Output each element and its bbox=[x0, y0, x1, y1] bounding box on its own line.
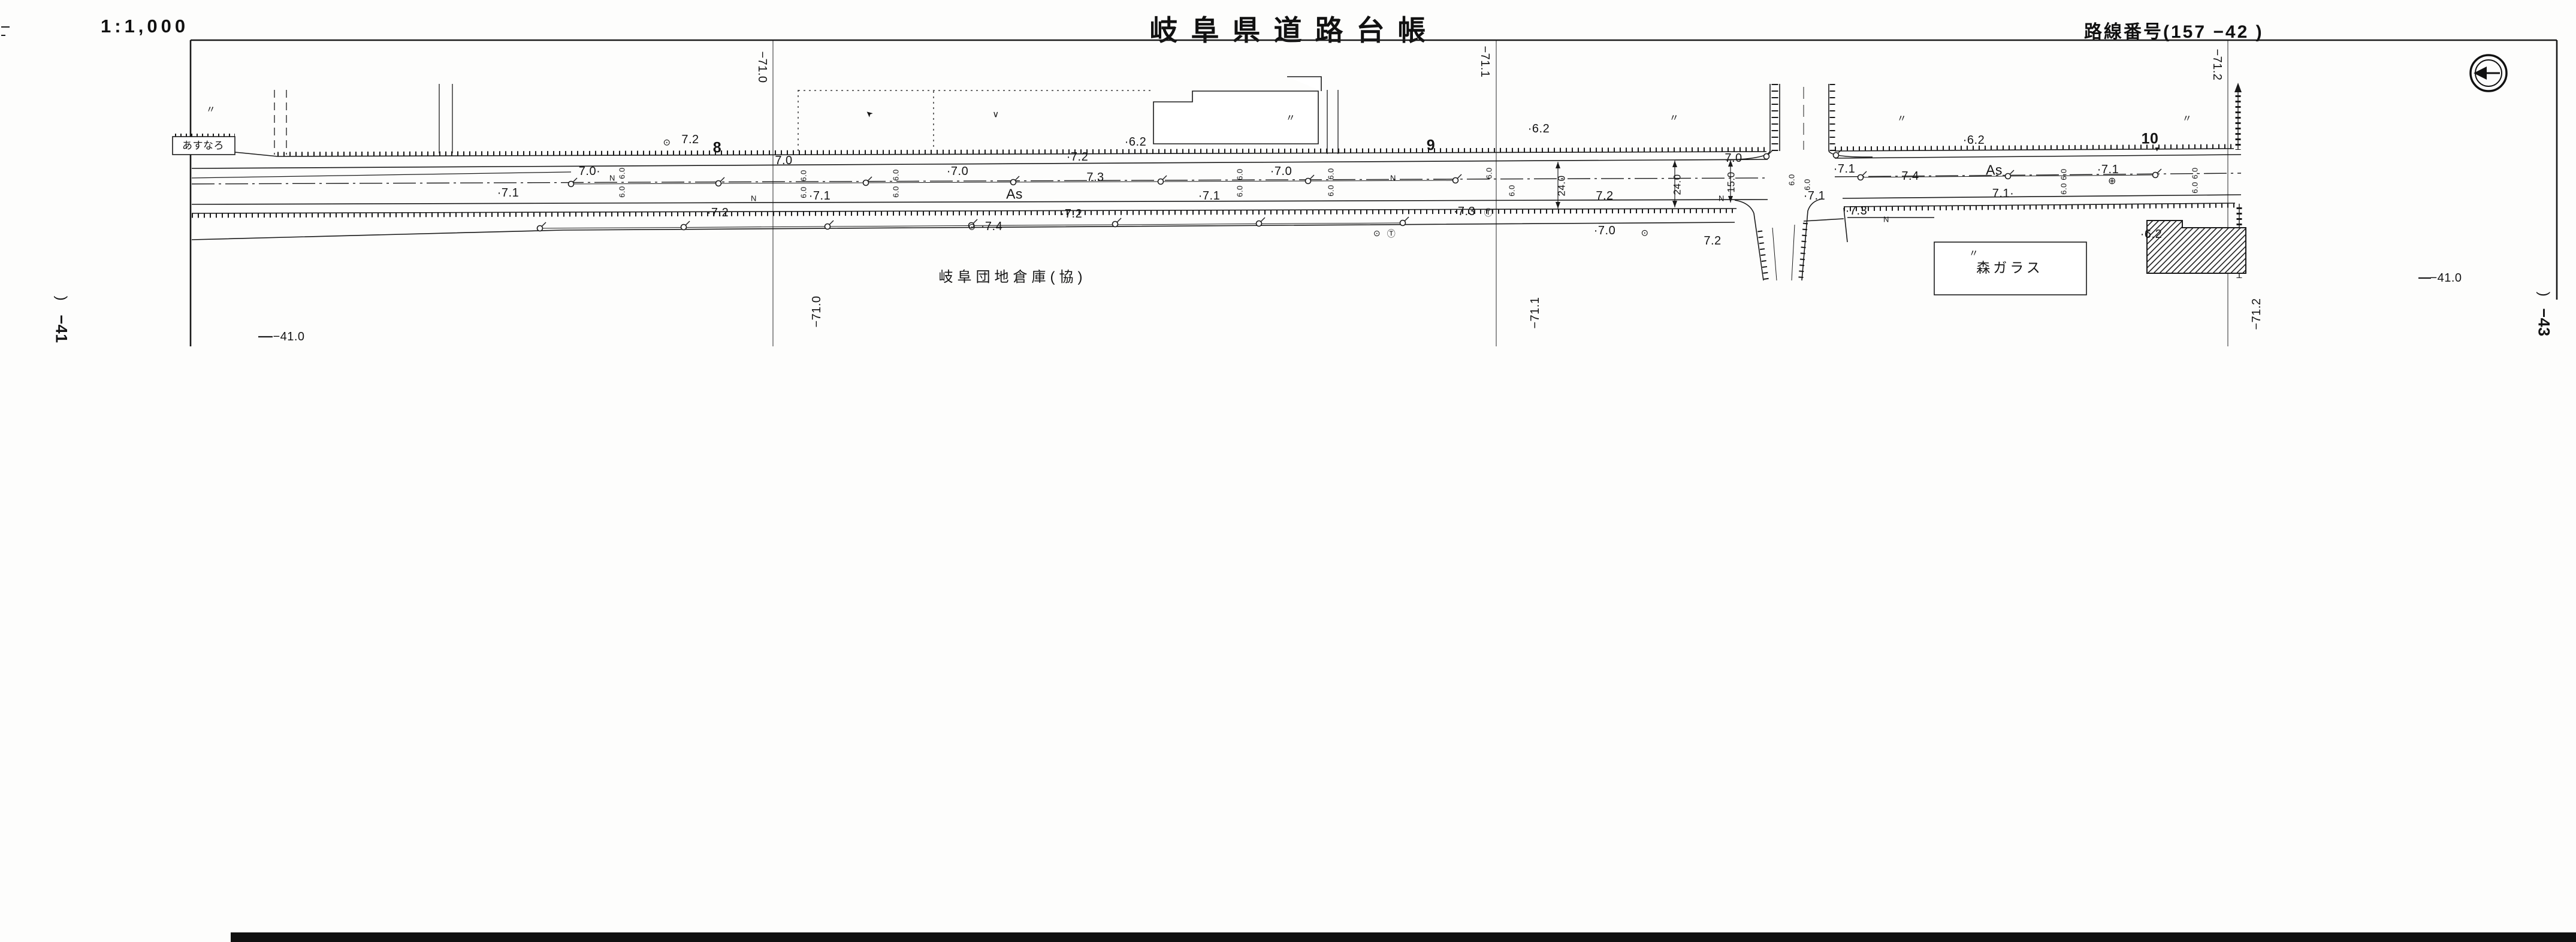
dimension-arrowheads bbox=[1556, 83, 2242, 209]
map-scale-label: 1:1,000 bbox=[101, 16, 189, 37]
north-arrow-icon bbox=[2469, 54, 2508, 92]
sheet-bottom-edge bbox=[231, 932, 2576, 942]
route-number-label: 路線番号(157 −42 ) bbox=[2084, 22, 2264, 42]
map-linework bbox=[1, 26, 2558, 346]
